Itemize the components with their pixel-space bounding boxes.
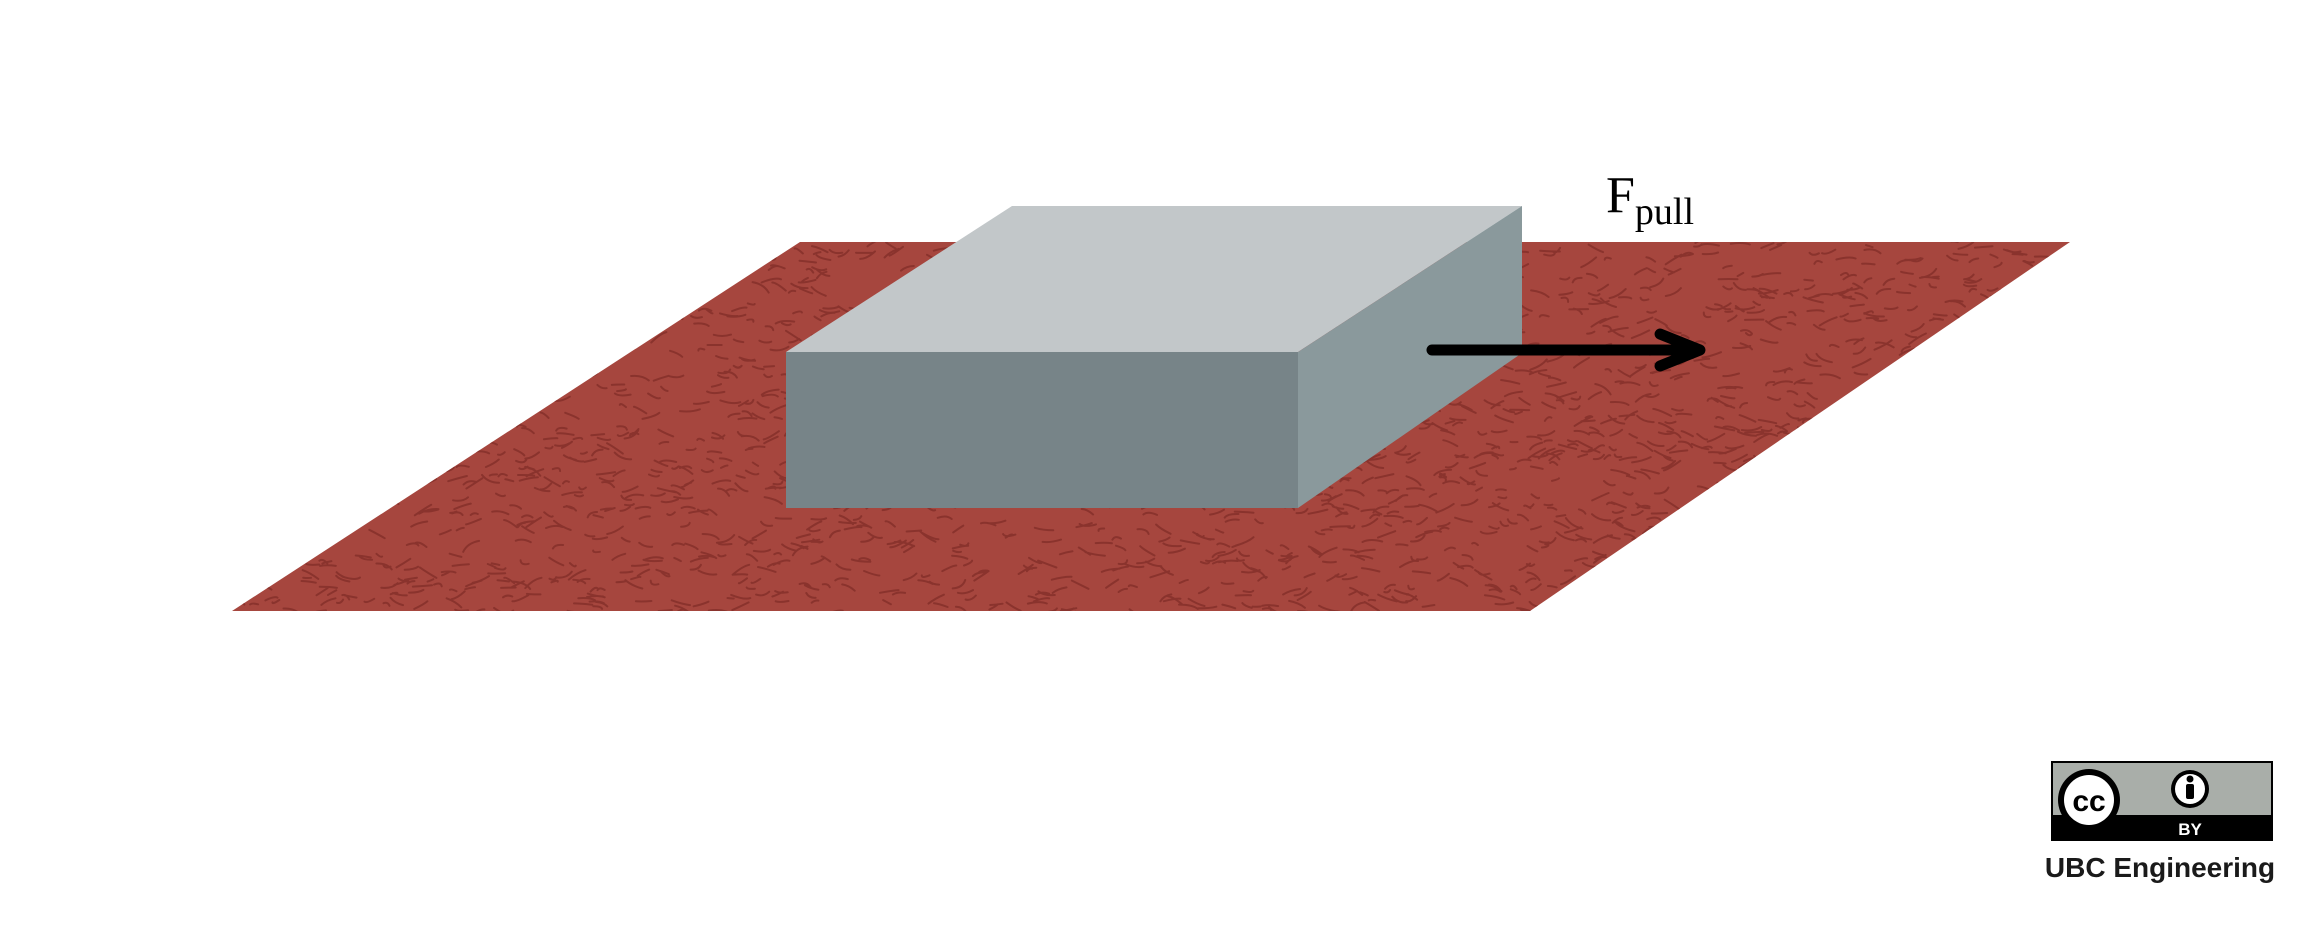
attribution-icon: [2171, 770, 2209, 808]
credit-text: UBC Engineering: [2044, 852, 2276, 883]
cc-by-badge: cc BY: [2051, 761, 2273, 841]
by-label: BY: [2178, 820, 2202, 839]
force-label: Fpull: [1606, 167, 1694, 233]
block-side-face: [1298, 206, 1522, 508]
block: [786, 206, 1522, 508]
cc-icon: cc: [2058, 769, 2120, 831]
force-symbol: F: [1606, 167, 1635, 224]
pull-force-arrow: [1426, 328, 1706, 372]
force-subscript: pull: [1635, 191, 1694, 233]
block-front-face: [786, 352, 1298, 508]
block-top-face: [786, 206, 1522, 352]
cc-label: cc: [2072, 785, 2105, 818]
